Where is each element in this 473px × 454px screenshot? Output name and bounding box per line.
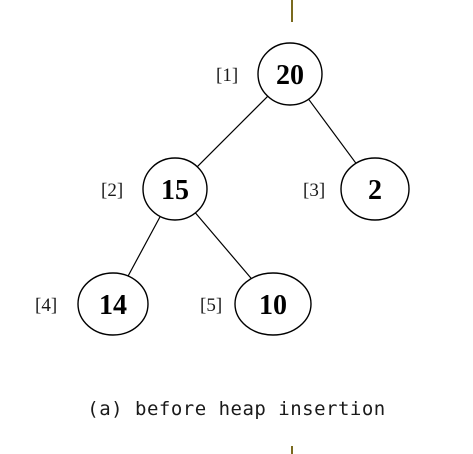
node-circle	[340, 157, 410, 221]
heap-node-2: [2] 15	[101, 157, 208, 221]
node-index-label: [1]	[216, 65, 238, 86]
heap-node-4: [4] 14	[35, 272, 149, 336]
node-value: 14	[99, 290, 127, 321]
node-index-label: [4]	[35, 295, 57, 316]
node-value: 10	[259, 290, 287, 321]
tree-edge-1-2	[196, 95, 269, 168]
node-value: 20	[276, 60, 304, 91]
node-index-label: [2]	[101, 180, 123, 201]
node-index-label: [5]	[200, 295, 222, 316]
node-circle	[257, 42, 323, 106]
heap-node-5: [5] 10	[200, 272, 312, 336]
tree-edges	[127, 95, 357, 279]
heap-node-1: [1] 20	[216, 42, 323, 106]
tree-edge-2-4	[127, 216, 161, 277]
node-index-label: [3]	[303, 180, 325, 201]
node-value: 15	[161, 175, 189, 206]
node-circle	[77, 272, 149, 336]
diagram-caption: (a) before heap insertion	[87, 398, 386, 420]
node-value: 2	[368, 175, 382, 206]
tree-nodes: [1] 20 [2] 15 [3] 2 [4] 14 [5] 10	[35, 42, 410, 336]
heap-node-3: [3] 2	[303, 157, 410, 221]
node-circle	[234, 272, 312, 336]
tree-edge-2-5	[194, 212, 252, 279]
tree-edge-1-3	[308, 98, 357, 164]
node-circle	[142, 157, 208, 221]
